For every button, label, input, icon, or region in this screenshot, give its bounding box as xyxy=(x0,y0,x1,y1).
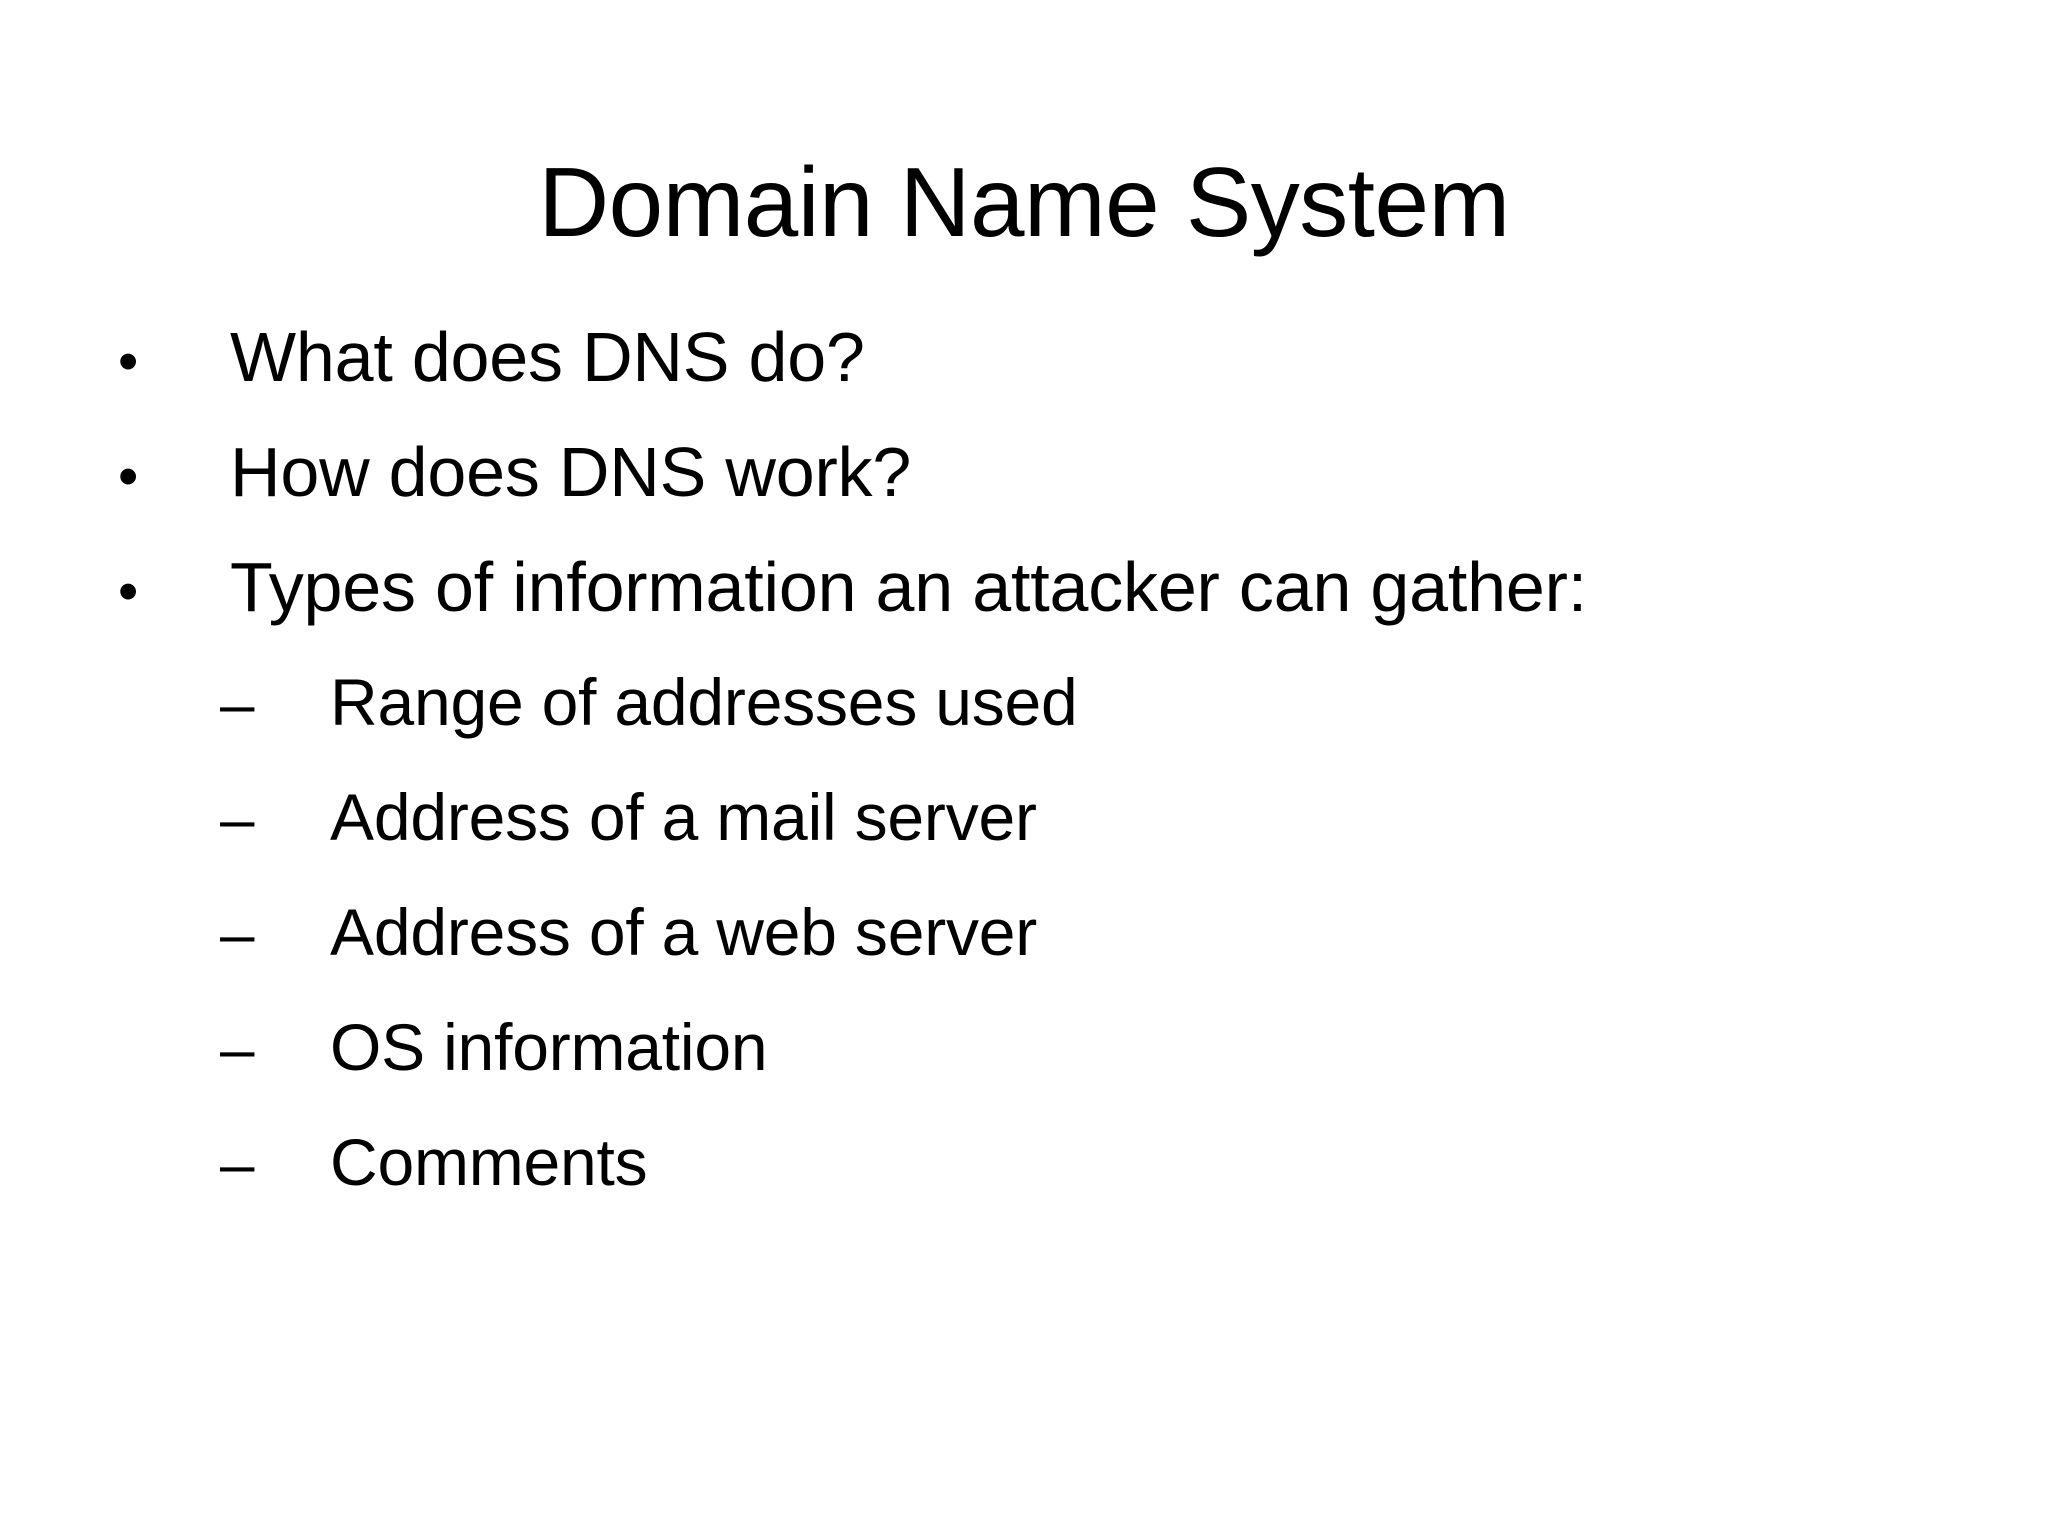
list-item: • Types of information an attacker can g… xyxy=(0,530,2048,645)
sub-list-item: – Address of a web server xyxy=(0,875,2048,990)
sub-list-item: – Comments xyxy=(0,1105,2048,1220)
dash-marker-icon: – xyxy=(220,900,255,969)
sub-list-item: – OS information xyxy=(0,990,2048,1105)
page-title: Domain Name System xyxy=(538,147,1510,257)
sub-list-item-label: Range of addresses used xyxy=(330,665,1078,739)
slide-title-placeholder: Domain Name System xyxy=(0,147,2048,257)
sub-list-item-label: Address of a web server xyxy=(330,895,1038,969)
bullet-marker-icon: • xyxy=(118,444,139,509)
list-item: • How does DNS work? xyxy=(0,415,2048,530)
dash-marker-icon: – xyxy=(220,670,255,739)
dash-marker-icon: – xyxy=(220,1130,255,1199)
sub-list-item: – Address of a mail server xyxy=(0,760,2048,875)
dash-marker-icon: – xyxy=(220,1015,255,1084)
bullet-marker-icon: • xyxy=(118,329,139,394)
sub-list-item-label: Address of a mail server xyxy=(330,780,1037,854)
list-item-label: Types of information an attacker can gat… xyxy=(230,548,1587,626)
list-item-label: What does DNS do? xyxy=(230,318,865,396)
list-item: • What does DNS do? xyxy=(0,300,2048,415)
sub-list-item-label: OS information xyxy=(330,1010,768,1084)
sub-list-item-label: Comments xyxy=(330,1125,648,1199)
list-item-label: How does DNS work? xyxy=(230,433,912,511)
bullet-marker-icon: • xyxy=(118,559,139,624)
slide-body-placeholder: • What does DNS do? • How does DNS work?… xyxy=(0,300,2048,1220)
sub-list-item: – Range of addresses used xyxy=(0,645,2048,760)
dash-marker-icon: – xyxy=(220,785,255,854)
